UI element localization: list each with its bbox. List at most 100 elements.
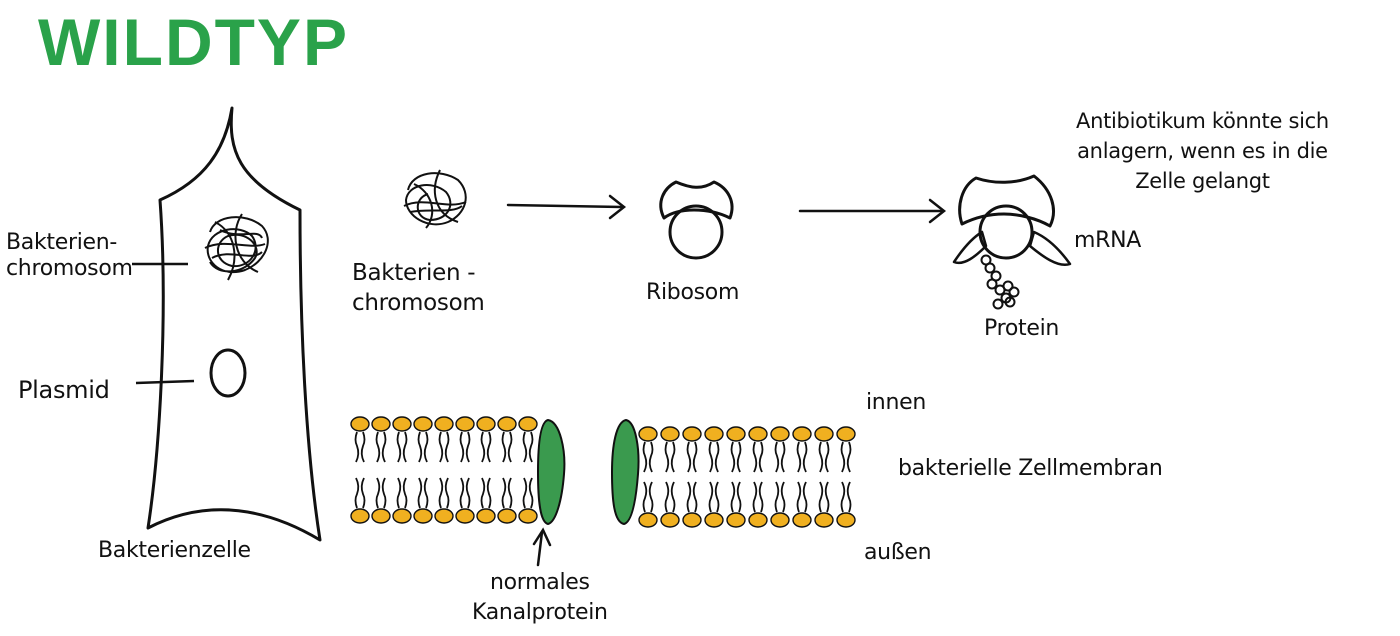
lipid-tail	[642, 481, 654, 513]
lipid-head	[748, 426, 768, 442]
channel-pointer-arrow	[532, 527, 552, 567]
lipid-tail	[840, 481, 852, 513]
lipid-head	[682, 426, 702, 442]
lipid-tail	[396, 477, 408, 509]
lipid-head	[350, 416, 370, 432]
lipid-tail	[708, 481, 720, 513]
membrane-bilayer	[350, 416, 856, 528]
label-inside: innen	[866, 390, 926, 415]
bacterial-cell-outline	[146, 106, 322, 542]
label-chromosome: Bakterien - chromosom	[352, 260, 485, 316]
lipid-head	[434, 508, 454, 524]
lipid-head	[726, 512, 746, 528]
lipid-tail	[375, 477, 387, 509]
translating-ribosome	[952, 174, 1072, 267]
lipid-tail	[354, 431, 366, 463]
lipid-tail	[501, 477, 513, 509]
protein-bead	[992, 298, 1004, 310]
lipid-head	[434, 416, 454, 432]
lipid-tail	[840, 441, 852, 473]
lipid-head	[392, 508, 412, 524]
label-protein: Protein	[984, 316, 1060, 341]
lipid-tail	[417, 431, 429, 463]
protein-bead	[1008, 286, 1020, 298]
lipid-head	[455, 416, 475, 432]
protein-bead	[1004, 296, 1016, 308]
lipid-tail	[642, 441, 654, 473]
lipid-tail	[730, 481, 742, 513]
protein-bead	[986, 278, 998, 290]
lipid-head	[660, 512, 680, 528]
lipid-head	[638, 512, 658, 528]
lipid-tail	[796, 441, 808, 473]
lipid-head	[518, 508, 538, 524]
lipid-tail	[459, 477, 471, 509]
lipid-tail	[375, 431, 387, 463]
lipid-tail	[438, 431, 450, 463]
lipid-head	[371, 508, 391, 524]
label-chromosome-in-cell: Bakterien- chromosom	[6, 230, 133, 281]
lipid-tail	[417, 477, 429, 509]
lipid-tail	[686, 441, 698, 473]
lipid-head	[350, 508, 370, 524]
lipid-head	[792, 512, 812, 528]
lipid-head	[497, 508, 517, 524]
lipid-head	[836, 512, 856, 528]
lipid-head	[836, 426, 856, 442]
arrow-ribosome-to-protein	[798, 198, 947, 224]
label-ribosome: Ribosom	[646, 280, 740, 305]
lipid-tail	[480, 477, 492, 509]
plasmid-pointer-line	[135, 379, 195, 385]
label-antibiotic-note: Antibiotikum könnte sich anlagern, wenn …	[1076, 109, 1329, 193]
label-membrane: bakterielle Zellmembran	[898, 456, 1163, 481]
lipid-head	[518, 416, 538, 432]
lipid-tail	[501, 431, 513, 463]
protein-chain	[980, 254, 1020, 310]
lipid-tail	[818, 481, 830, 513]
lipid-tail	[730, 441, 742, 473]
channel-protein-right	[610, 418, 640, 526]
lipid-tail	[664, 481, 676, 513]
plasmid-ring	[209, 348, 247, 398]
label-plasmid: Plasmid	[18, 376, 110, 404]
lipid-head	[392, 416, 412, 432]
lipid-head	[413, 508, 433, 524]
lipid-head	[638, 426, 658, 442]
lipid-head	[792, 426, 812, 442]
label-mrna: mRNA	[1074, 228, 1142, 253]
arrow-chromosome-to-ribosome	[506, 194, 627, 220]
label-outside: außen	[864, 540, 932, 565]
chromosome-scribble	[403, 169, 467, 229]
lipid-head	[814, 512, 834, 528]
label-channel-protein: normales Kanalprotein	[472, 570, 608, 625]
ribosome-shape	[659, 180, 734, 260]
label-bacterial-cell: Bakterienzelle	[98, 538, 251, 563]
lipid-head	[682, 512, 702, 528]
protein-bead	[1002, 280, 1014, 292]
cell-chromosome-scribble	[204, 213, 269, 281]
lipid-head	[476, 508, 496, 524]
lipid-head	[748, 512, 768, 528]
lipid-tail	[774, 481, 786, 513]
lipid-head	[814, 426, 834, 442]
lipid-head	[704, 512, 724, 528]
lipid-tail	[438, 477, 450, 509]
lipid-head	[455, 508, 475, 524]
lipid-tail	[774, 441, 786, 473]
diagram-title: WILDTYP	[38, 5, 349, 79]
lipid-tail	[708, 441, 720, 473]
lipid-tail	[796, 481, 808, 513]
lipid-head	[704, 426, 724, 442]
protein-bead	[984, 262, 996, 274]
lipid-head	[770, 512, 790, 528]
lipid-head	[770, 426, 790, 442]
lipid-head	[660, 426, 680, 442]
lipid-tail	[522, 431, 534, 463]
lipid-head	[497, 416, 517, 432]
lipid-tail	[354, 477, 366, 509]
lipid-head	[476, 416, 496, 432]
lipid-tail	[396, 431, 408, 463]
lipid-tail	[752, 481, 764, 513]
lipid-head	[371, 416, 391, 432]
